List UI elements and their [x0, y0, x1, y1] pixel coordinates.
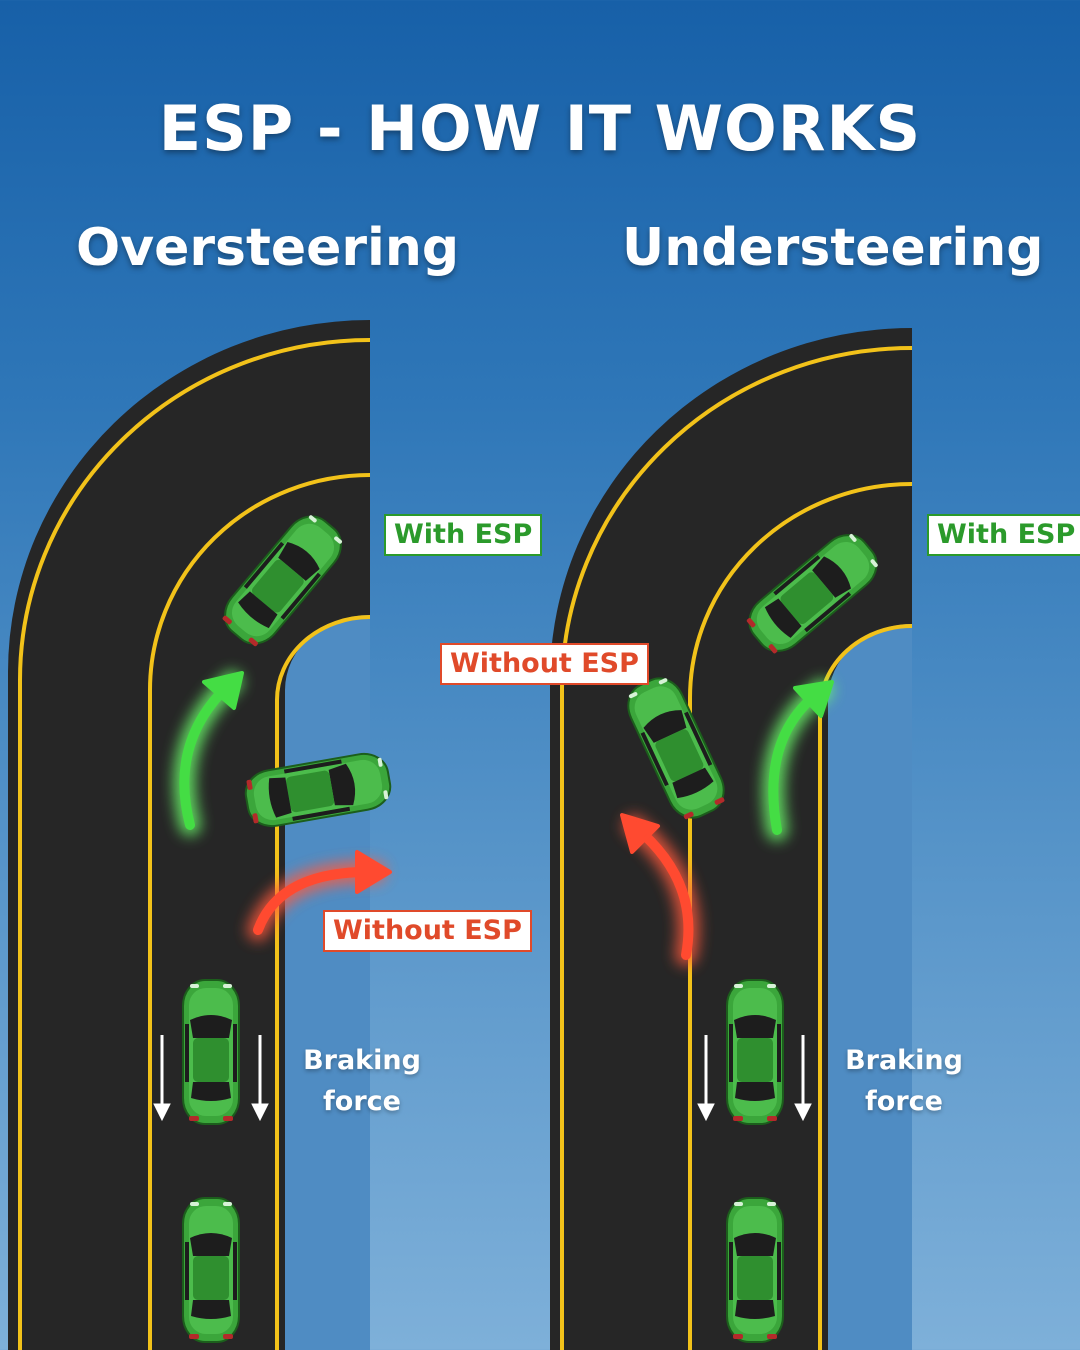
curved-arrow-icon — [762, 679, 834, 841]
page-title: ESP - HOW IT WORKS — [158, 92, 922, 165]
braking-label-line2: force — [323, 1086, 401, 1117]
with-esp-label: With ESP — [927, 514, 1080, 556]
car-icon — [726, 1197, 784, 1343]
braking-force-label: Braking force — [287, 1040, 437, 1122]
braking-label-line1: Braking — [845, 1045, 963, 1076]
car-icon — [182, 979, 240, 1125]
without-esp-label: Without ESP — [323, 910, 532, 952]
oversteering-heading: Oversteering — [76, 218, 460, 278]
curved-arrow-icon — [247, 850, 392, 941]
down-arrow-icon — [153, 1035, 812, 1122]
curved-arrow-icon — [173, 671, 244, 836]
with-esp-label: With ESP — [384, 514, 543, 556]
understeering-heading: Understeering — [622, 218, 1044, 278]
curved-arrow-icon — [620, 813, 700, 966]
braking-label-line1: Braking — [303, 1045, 421, 1076]
car-icon — [182, 1197, 240, 1343]
braking-force-label: Braking force — [829, 1040, 979, 1122]
without-esp-label: Without ESP — [440, 643, 649, 685]
braking-label-line2: force — [865, 1086, 943, 1117]
car-icon — [726, 979, 784, 1125]
understeering-road — [550, 328, 913, 1350]
